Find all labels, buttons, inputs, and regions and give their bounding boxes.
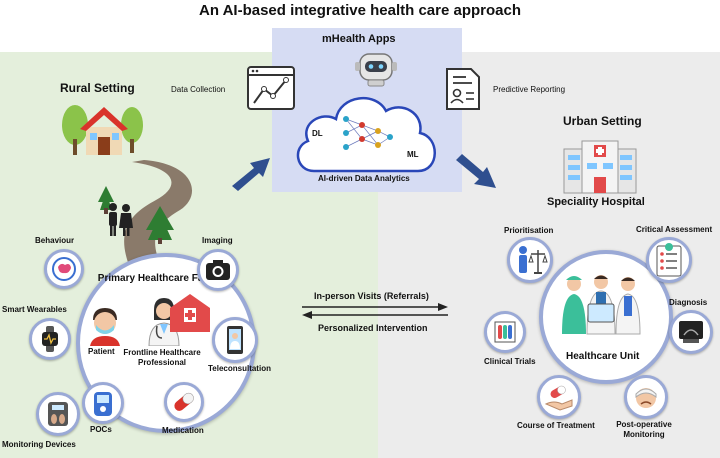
smart-wearables-label: Smart Wearables <box>2 305 67 314</box>
critical-assessment-node <box>646 237 692 283</box>
medication-label: Medication <box>162 426 204 435</box>
hand-pills-icon <box>544 385 573 411</box>
brain-head-icon <box>52 257 76 281</box>
ml-label: ML <box>407 150 419 159</box>
clinical-trials-node <box>484 311 526 353</box>
checklist-icon <box>656 243 682 277</box>
person-balance-icon <box>519 246 548 274</box>
data-collection-label: Data Collection <box>171 85 226 94</box>
arrow-to-cloud <box>228 152 274 192</box>
smartwatch-icon <box>42 326 58 352</box>
course-of-treatment-label: Course of Treatment <box>517 421 595 430</box>
patient-label: Patient <box>88 347 115 356</box>
clinic-building-icon <box>166 290 214 334</box>
imaging-node <box>197 249 239 291</box>
clinical-trials-label: Clinical Trials <box>484 357 536 366</box>
behaviour-label: Behaviour <box>35 236 75 245</box>
scale-icon <box>48 402 68 426</box>
frontline-label: Frontline Healthcare Professional <box>123 348 201 367</box>
test-tubes-icon <box>494 321 516 343</box>
behaviour-node <box>44 249 84 289</box>
prioritisation-label: Prioritisation <box>504 226 554 235</box>
critical-assessment-label: Critical Assessment <box>636 225 713 234</box>
hospital-title: Speciality Hospital <box>547 196 645 208</box>
patient-icon <box>86 306 124 346</box>
analytics-label: AI-driven Data Analytics <box>318 174 410 183</box>
monitoring-devices-node <box>36 392 80 436</box>
medication-node <box>164 382 204 422</box>
arrow-to-rural <box>300 310 450 320</box>
bandaged-head-icon <box>635 388 657 408</box>
teleconsultation-label: Teleconsultation <box>208 364 271 373</box>
primary-care-title: Primary Healthcare Facility <box>97 273 227 284</box>
dl-label: DL <box>312 129 323 138</box>
post-operative-label: Post-operative Monitoring <box>616 420 672 439</box>
robot-icon <box>354 50 398 88</box>
glucometer-icon <box>94 392 112 416</box>
diagnosis-node <box>669 310 713 354</box>
pill-icon <box>174 392 194 411</box>
medical-team-icon <box>556 270 646 336</box>
report-icon <box>444 67 482 111</box>
smart-wearables-node <box>29 318 71 360</box>
house-icon <box>60 95 144 177</box>
predictive-reporting-label: Predictive Reporting <box>493 85 566 94</box>
diagnosis-label: Diagnosis <box>669 298 708 307</box>
course-of-treatment-node <box>537 375 581 419</box>
urban-title: Urban Setting <box>563 114 642 128</box>
chart-monitor-icon <box>246 65 296 111</box>
healthcare-unit-title: Healthcare Unit <box>566 351 640 362</box>
visits-label: In-person Visits (Referrals) <box>314 291 429 301</box>
pocs-node <box>82 382 124 424</box>
imaging-label: Imaging <box>202 236 233 245</box>
couple-icon <box>105 202 135 238</box>
mhealth-title: mHealth Apps <box>322 33 396 45</box>
rural-title: Rural Setting <box>60 81 135 95</box>
teleconsultation-node <box>212 317 258 363</box>
hospital-icon <box>560 133 640 195</box>
ultrasound-monitor-icon <box>679 321 703 343</box>
intervention-label: Personalized Intervention <box>318 323 428 333</box>
arrow-to-urban <box>300 302 450 312</box>
camera-icon <box>206 260 230 280</box>
page-title: An AI-based integrative health care appr… <box>198 2 522 19</box>
arrow-to-hospital <box>452 152 500 194</box>
post-operative-node <box>624 375 668 419</box>
cloud-icon <box>290 85 442 177</box>
phone-doctor-icon <box>227 326 243 354</box>
pocs-label: POCs <box>90 425 112 434</box>
prioritisation-node <box>507 237 553 283</box>
monitoring-devices-label: Monitoring Devices <box>2 440 76 449</box>
road-path <box>86 160 206 270</box>
